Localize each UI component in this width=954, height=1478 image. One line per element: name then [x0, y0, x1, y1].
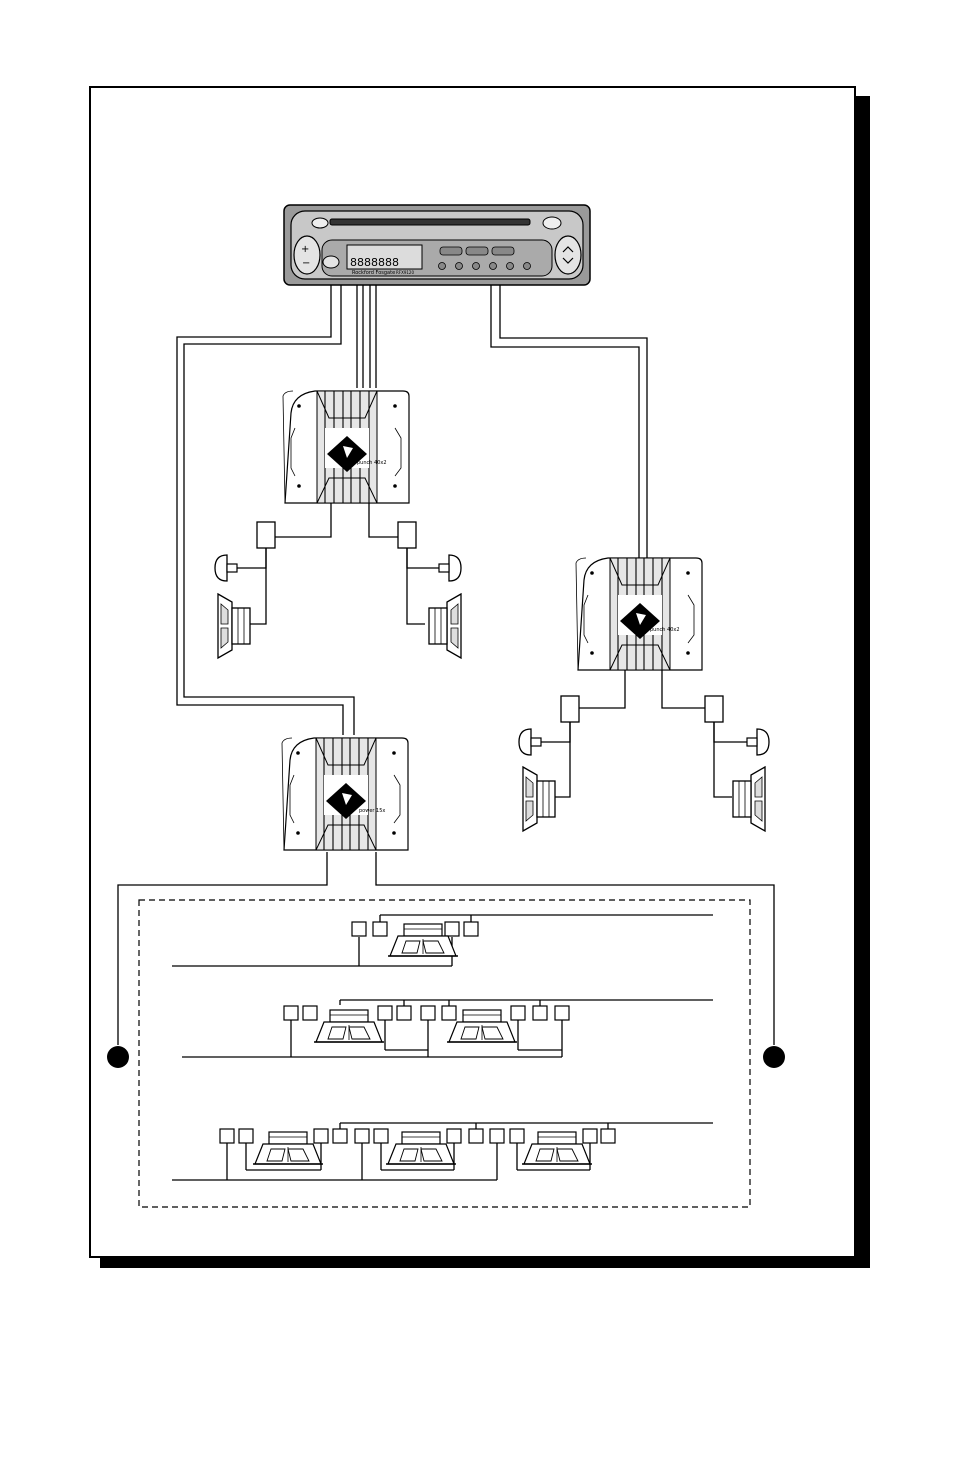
amp-front: punch 40x2: [283, 391, 409, 503]
svg-text:+: +: [301, 244, 309, 255]
crossover-box: [257, 522, 275, 548]
brand-text: Rockford Fosgate: [352, 270, 395, 276]
svg-text:−: −: [302, 258, 310, 269]
head-unit: + − 8888888 Rockford Fosgate RFX9120: [284, 205, 590, 285]
model-text: RFX9120: [396, 270, 414, 275]
amp-sub: power 15x: [282, 738, 408, 850]
crossover-box: [398, 522, 416, 548]
crossover-box: [705, 696, 723, 722]
amp-rear-badge: punch 40x2: [650, 627, 680, 633]
connection-dot: [107, 1046, 129, 1068]
cd-slot: [330, 219, 530, 225]
amp-front-badge: punch 40x2: [357, 460, 387, 466]
amp-rear: punch 40x2: [576, 558, 702, 670]
display-digits: 8888888: [350, 256, 399, 269]
connection-dot: [763, 1046, 785, 1068]
crossover-box: [561, 696, 579, 722]
amp-sub-badge: power 15x: [359, 808, 385, 814]
